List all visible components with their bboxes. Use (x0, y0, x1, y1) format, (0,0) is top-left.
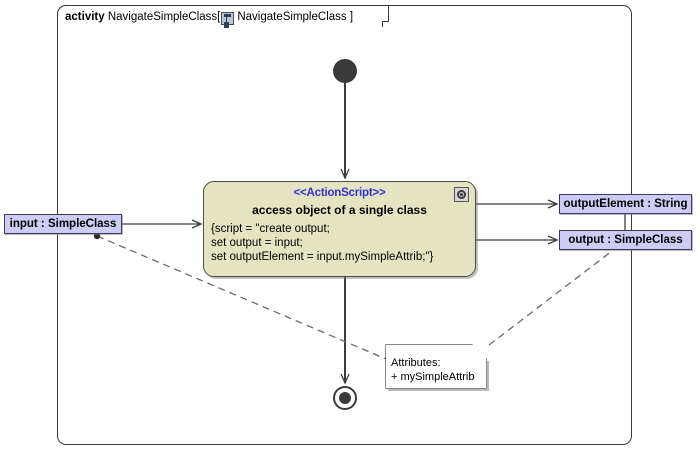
initial-node[interactable] (333, 59, 357, 83)
action-stereotype: <<ActionScript>> (293, 187, 386, 199)
pin-input[interactable]: input : SimpleClass (4, 214, 122, 234)
script-gear-icon[interactable] (454, 187, 469, 202)
action-script-line-1: {script = "create output; (211, 223, 330, 235)
pin-output-element-label: outputElement : String (563, 198, 688, 210)
pin-output-element[interactable]: outputElement : String (559, 194, 692, 214)
action-script-body: {script = "create output; set output = i… (204, 222, 475, 264)
activity-diagram-icon (221, 12, 235, 25)
frame-parameter: NavigateSimpleClass ] (237, 10, 354, 23)
frame-keyword: activity (65, 10, 105, 23)
note-line-1: Attributes: (391, 357, 441, 369)
dependency-note-to-output (488, 250, 613, 346)
note-line-2: + mySimpleAttrib (391, 371, 475, 383)
note-shadow (388, 361, 489, 391)
dependency-input-to-note (96, 235, 387, 360)
action-script-line-2: set output = input; (211, 237, 303, 249)
action-name: access object of a single class (252, 203, 427, 217)
frame-header-notch-edge (382, 21, 383, 27)
frame-header-bottom-edge (382, 21, 389, 22)
pin-output-label: output : SimpleClass (568, 234, 683, 246)
frame-name: NavigateSimpleClass[ (107, 10, 221, 23)
note-text: Attributes: + mySimpleAttrib (391, 356, 474, 384)
activity-final-node[interactable] (333, 386, 357, 410)
action-node[interactable]: <<ActionScript>> access object of a sing… (203, 181, 476, 277)
activity-frame-header: activity NavigateSimpleClass[ NavigateSi… (57, 5, 354, 27)
dependency-anchor-dot (93, 232, 101, 240)
pin-output[interactable]: output : SimpleClass (559, 230, 692, 250)
frame-header-right-edge (388, 5, 389, 22)
note[interactable]: Attributes: + mySimpleAttrib (386, 345, 486, 388)
action-script-line-3: set outputElement = input.mySimpleAttrib… (211, 251, 434, 263)
pin-input-label: input : SimpleClass (9, 218, 117, 230)
